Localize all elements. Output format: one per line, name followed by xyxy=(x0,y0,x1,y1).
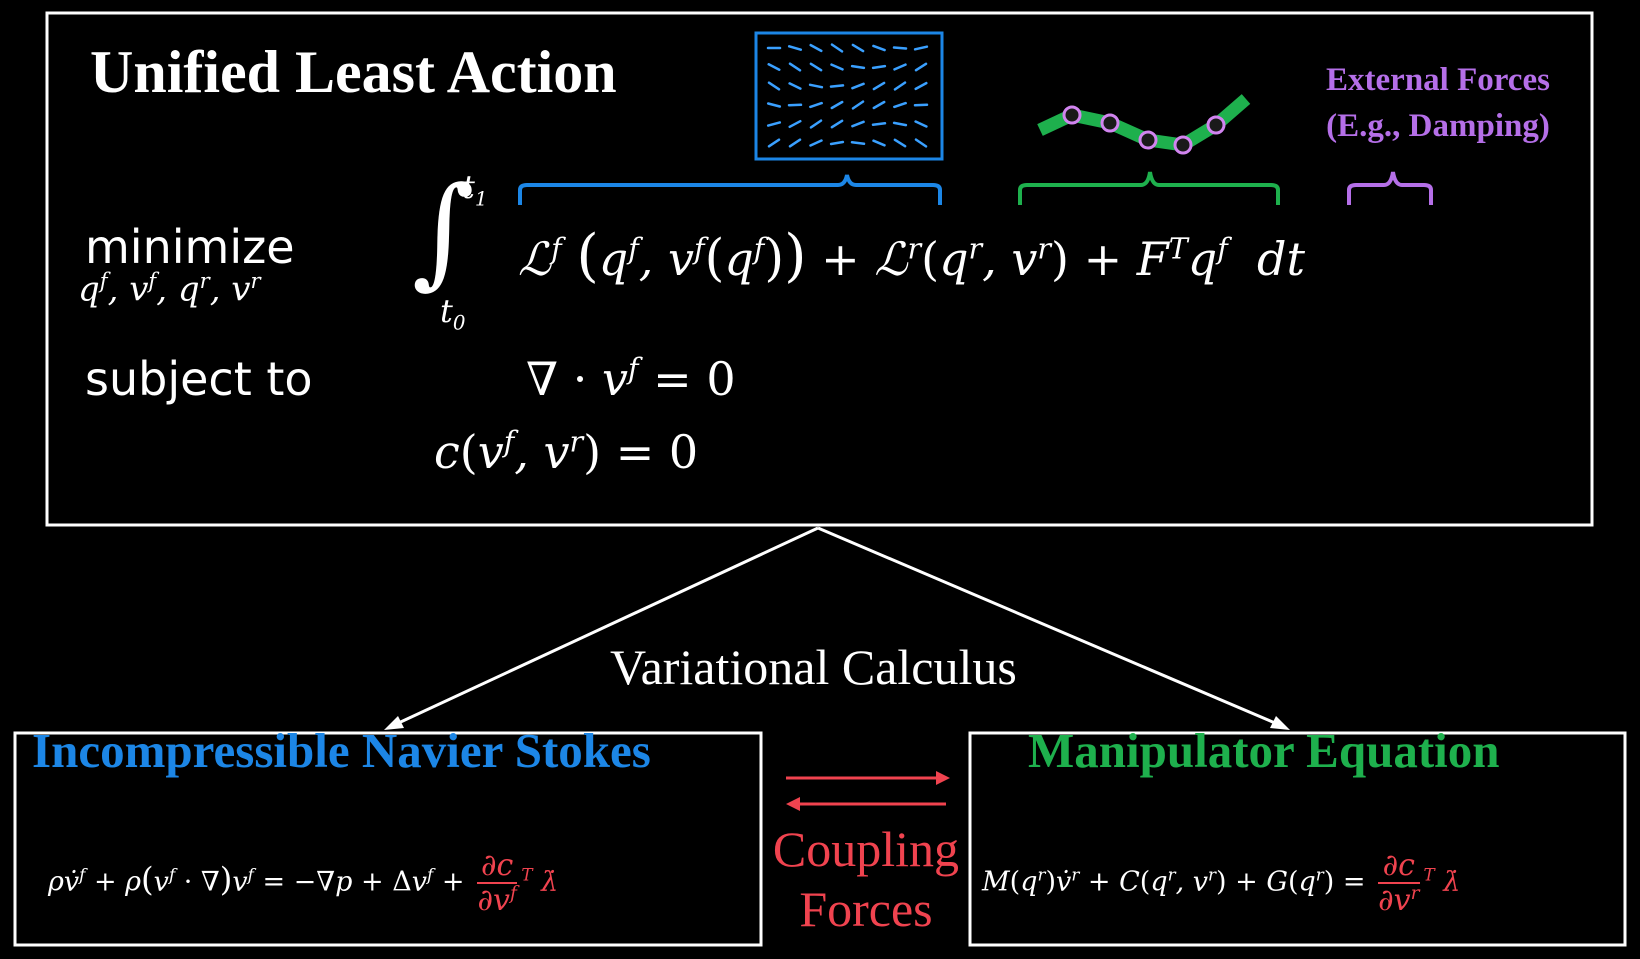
velocity-vector xyxy=(914,120,928,128)
integral-sign: ∫ xyxy=(412,162,475,301)
velocity-vector xyxy=(766,102,782,108)
velocity-vector xyxy=(767,138,781,148)
velocity-vector xyxy=(872,44,886,52)
robot-arm-icon xyxy=(1037,94,1251,155)
coupling-arrowhead-left xyxy=(786,797,800,811)
divergence-constraint: ∇ · vf = 0 xyxy=(526,352,736,406)
velocity-vector xyxy=(871,64,887,70)
velocity-vector xyxy=(808,83,824,89)
velocity-vector xyxy=(892,121,908,127)
velocity-vector xyxy=(914,81,928,91)
velocity-vector xyxy=(893,138,907,148)
velocity-vector xyxy=(829,84,845,88)
arrow-to-manipulator xyxy=(817,526,1283,728)
arrowhead-right xyxy=(1270,716,1290,730)
integral-upper-limit: t1 xyxy=(462,168,488,211)
velocity-vector xyxy=(809,101,823,109)
objective-expression: ℒf (qf, vf(qf)) + ℒr(qr, vr) + FTqf dt xyxy=(518,222,1305,289)
velocity-vector xyxy=(913,45,929,51)
velocity-vector xyxy=(851,43,865,53)
velocity-vector xyxy=(851,120,865,128)
velocity-vector xyxy=(893,101,907,109)
arrow-to-navier-stokes xyxy=(391,526,819,728)
velocity-vector xyxy=(809,62,823,72)
velocity-vector xyxy=(850,64,866,70)
coupling-forces-label: Coupling xyxy=(772,821,960,877)
velocity-vector xyxy=(914,62,928,72)
subject-to-label: subject to xyxy=(85,352,313,406)
velocity-vector xyxy=(766,121,782,127)
velocity-vector xyxy=(767,63,781,71)
velocity-vector xyxy=(851,82,865,90)
velocity-vector xyxy=(872,81,886,91)
velocity-vector xyxy=(830,63,844,71)
velocity-vector xyxy=(829,140,845,146)
velocity-vector xyxy=(788,119,802,129)
integral-lower-limit: t0 xyxy=(440,292,466,335)
coupling-arrowhead-right xyxy=(936,771,950,785)
manipulator-title: Manipulator Equation xyxy=(1028,723,1500,778)
external-forces-example: (E.g., Damping) xyxy=(1326,108,1550,144)
velocity-vector xyxy=(830,100,844,110)
navier-stokes-box xyxy=(13,731,763,947)
velocity-vector xyxy=(913,103,929,107)
robot-lagrangian-brace xyxy=(1018,171,1280,205)
velocity-vector xyxy=(872,139,886,147)
velocity-vector xyxy=(914,138,928,148)
velocity-vector xyxy=(787,45,803,51)
page-title: Unified Least Action xyxy=(90,39,617,105)
velocity-vector xyxy=(851,100,865,110)
external-forces-brace xyxy=(1347,171,1433,205)
velocity-vector xyxy=(850,140,866,146)
external-forces-label: External Forces xyxy=(1326,62,1550,98)
velocity-vector xyxy=(788,138,802,148)
unified-action-box xyxy=(45,11,1594,527)
arrowhead-left xyxy=(384,716,404,730)
velocity-vector xyxy=(893,81,907,91)
velocity-vector xyxy=(830,119,844,129)
coupling-constraint: c(vf, vr) = 0 xyxy=(434,425,699,479)
coupling-forces-label-line2: Forces xyxy=(799,881,933,937)
velocity-vector xyxy=(809,119,823,129)
velocity-vector xyxy=(872,100,886,110)
velocity-vector xyxy=(788,62,802,72)
velocity-vector xyxy=(809,139,823,147)
manipulator-box xyxy=(968,731,1627,947)
velocity-vector xyxy=(830,43,844,53)
fluid-velocity-field-icon xyxy=(754,31,944,161)
minimize-variables: qf, vf, qr, vr xyxy=(78,268,261,310)
velocity-vector xyxy=(767,81,781,91)
minimize-label: minimize xyxy=(85,220,295,274)
fluid-lagrangian-brace xyxy=(518,174,942,205)
velocity-vector xyxy=(893,63,907,71)
velocity-vector xyxy=(809,43,823,53)
velocity-vector xyxy=(788,82,802,90)
variational-calculus-label: Variational Calculus xyxy=(610,639,1017,695)
navier-stokes-title: Incompressible Navier Stokes xyxy=(32,723,651,778)
velocity-vector xyxy=(871,122,887,126)
velocity-vector xyxy=(892,46,908,50)
